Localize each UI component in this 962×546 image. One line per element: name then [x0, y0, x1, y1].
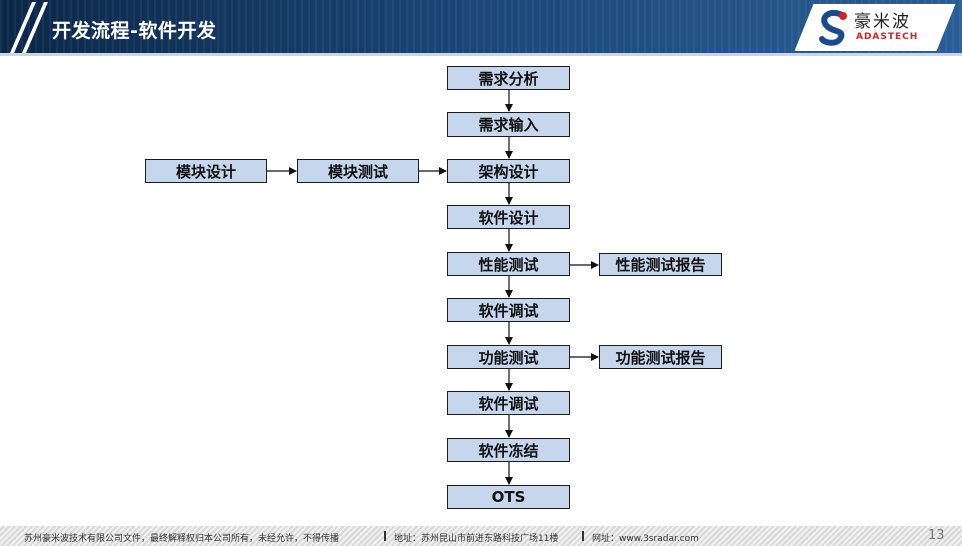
slide-title: 开发流程-软件开发: [52, 20, 217, 42]
flow-node-software-freeze: 软件冻结: [447, 438, 570, 462]
slide-footer: [0, 526, 962, 546]
footer-separator-2: [582, 531, 584, 541]
flow-node-architecture-design: 架构设计: [447, 159, 570, 183]
company-logo: 豪米波 ADASTECH: [790, 2, 960, 53]
flow-node-function-report: 功能测试报告: [599, 345, 722, 369]
footer-copyright: 苏州豪米波技术有限公司文件，最终解释权归本公司所有，未经允许，不得传播: [24, 534, 340, 544]
flow-node-module-test: 模块测试: [297, 159, 419, 183]
flow-connectors: [267, 90, 599, 485]
slide-header: 开发流程-软件开发 豪米波 ADASTECH: [0, 0, 962, 55]
page-number: 13: [928, 528, 945, 543]
flow-node-performance-test: 性能测试: [447, 252, 570, 276]
flow-node-software-debug-1: 软件调试: [447, 298, 570, 322]
flow-node-ots: OTS: [447, 485, 570, 509]
flow-node-module-design: 模块设计: [145, 159, 267, 183]
flow-node-performance-report: 性能测试报告: [599, 253, 722, 276]
flow-node-software-design: 软件设计: [447, 205, 570, 229]
header-divider: [0, 53, 962, 56]
logo-chinese-name: 豪米波: [854, 12, 911, 32]
flow-node-requirement-analysis: 需求分析: [447, 66, 570, 90]
footer-separator-1: [384, 531, 386, 541]
logo-english-name: ADASTECH: [856, 32, 919, 42]
logo-s-icon: [819, 9, 847, 46]
flow-node-software-debug-2: 软件调试: [447, 391, 570, 415]
flow-node-requirement-input: 需求输入: [447, 112, 570, 137]
footer-address: 地址：苏州昆山市前进东路科技广场11楼: [394, 534, 559, 544]
header-slash-decoration: [10, 2, 48, 53]
flow-node-function-test: 功能测试: [447, 345, 570, 369]
footer-website: 网址：www.3sradar.com: [592, 534, 699, 544]
